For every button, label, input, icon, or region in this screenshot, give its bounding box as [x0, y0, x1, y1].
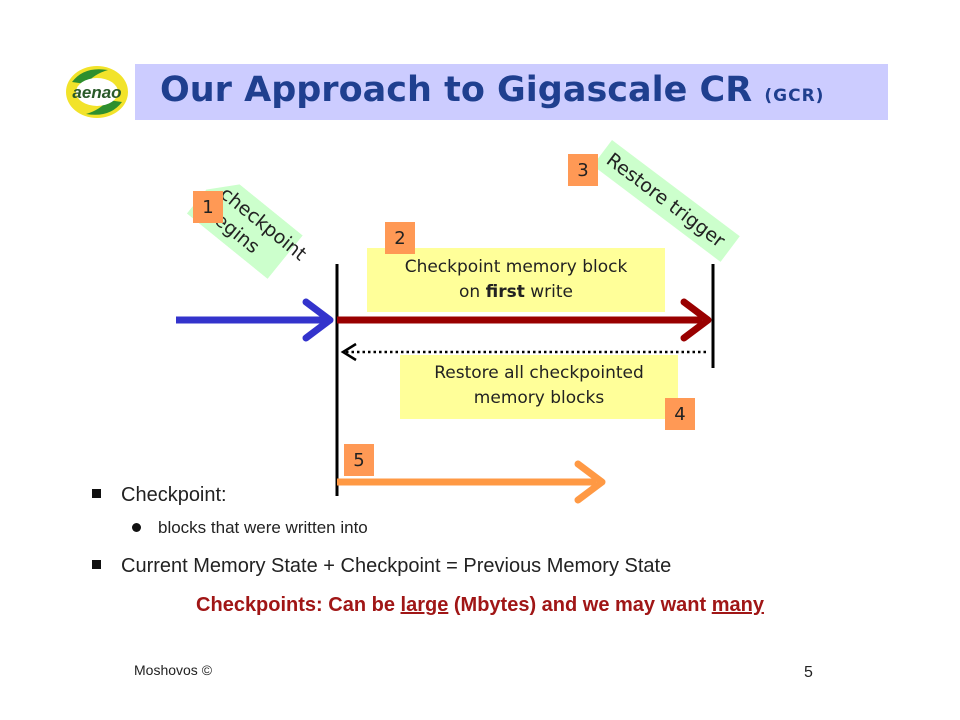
logo-center — [76, 78, 118, 106]
logo-text: aenao — [72, 83, 121, 102]
page-title: Our Approach to Gigascale CR (GCR) — [160, 70, 824, 110]
restore-all-callout: Restore all checkpointed memory blocks — [400, 355, 678, 419]
checkpoint-memory-line1: Checkpoint memory block — [404, 257, 628, 277]
blue-arrowhead — [302, 298, 334, 342]
cm-line2-pre: on — [459, 282, 486, 302]
aenao-logo: aenao — [66, 66, 128, 118]
step-badge-3: 3 — [568, 154, 598, 186]
bullet-checkpoint: Checkpoint: — [92, 484, 227, 507]
orange-arrowhead — [574, 460, 606, 504]
restore-all-line2: memory blocks — [473, 388, 605, 408]
checkpoint-memory-callout: Checkpoint memory block on first write — [367, 248, 665, 312]
bullet-sub-blocks-text: blocks that were written into — [158, 518, 368, 537]
cm-line2-bold: first — [485, 282, 525, 302]
bullet-sub-blocks: blocks that were written into — [132, 518, 368, 538]
title-suffix: (GCR) — [764, 86, 825, 106]
emphasis-large: large — [400, 594, 449, 616]
footer-author: Moshovos © — [134, 662, 213, 678]
emphasis-many: many — [711, 594, 764, 616]
logo-green-swoosh-bottom — [86, 100, 122, 115]
step-badge-5: 5 — [344, 444, 374, 476]
step-badge-1: 1 — [193, 191, 223, 223]
logo-green-swoosh-top — [72, 69, 108, 84]
emphasis-mid: (Mbytes) and we may want — [448, 594, 712, 616]
red-arrowhead — [680, 298, 712, 342]
emphasis-line: Checkpoints: Can be large (Mbytes) and w… — [0, 594, 960, 617]
emphasis-pre: Checkpoints: Can be — [196, 594, 401, 616]
bullet-checkpoint-text: Checkpoint: — [121, 484, 227, 506]
cm-line2-post: write — [524, 282, 573, 302]
page-number: 5 — [804, 664, 813, 681]
dotted-arrowhead — [340, 342, 357, 362]
square-bullet-icon — [92, 560, 101, 570]
square-bullet-icon — [92, 489, 101, 499]
bullet-memory-state: Current Memory State + Checkpoint = Prev… — [92, 555, 671, 578]
step-badge-4: 4 — [665, 398, 695, 430]
title-bar — [135, 64, 888, 120]
title-main: Our Approach to Gigascale CR — [160, 70, 753, 110]
checkpoint-memory-line2: on first write — [367, 280, 665, 305]
bullet-memory-state-text: Current Memory State + Checkpoint = Prev… — [121, 555, 672, 577]
restore-all-line1: Restore all checkpointed — [434, 363, 644, 383]
round-bullet-icon — [132, 523, 141, 533]
step-badge-2: 2 — [385, 222, 415, 254]
